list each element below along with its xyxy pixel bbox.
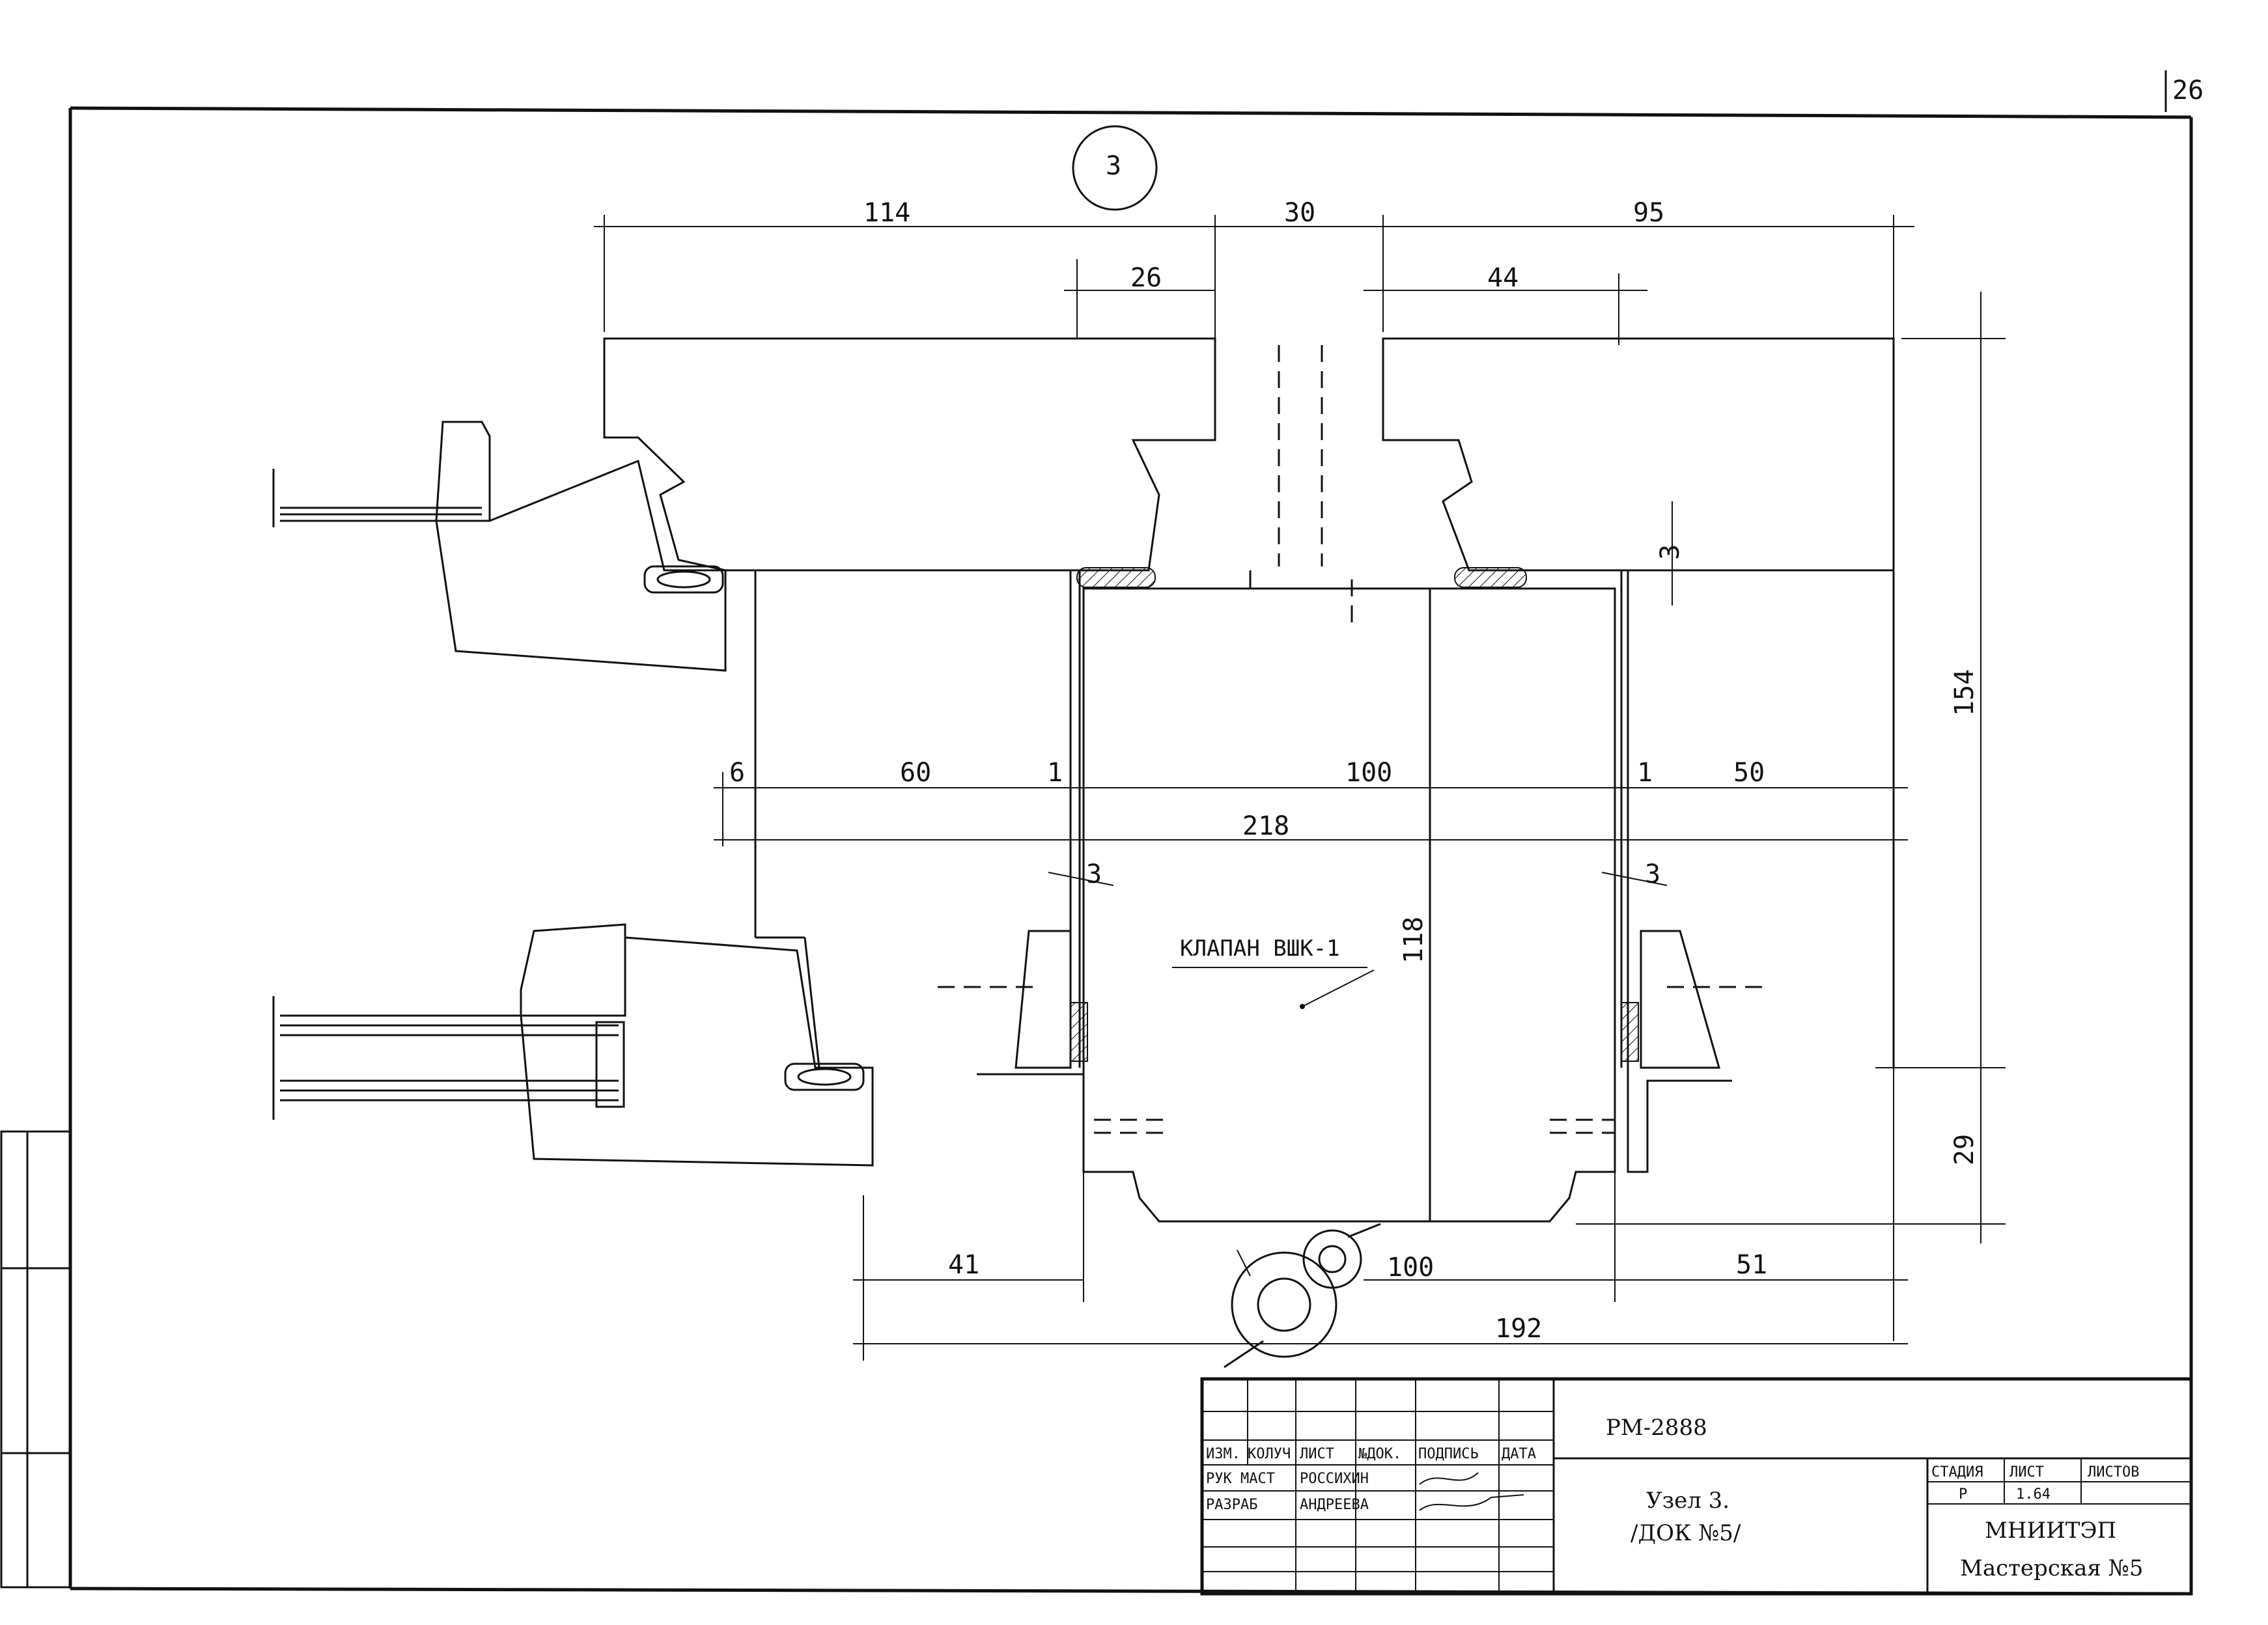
valve-label: КЛАПАН ВШК-1 [1172,936,1375,1009]
frame [0,106,2193,1596]
valve-label-text: КЛАПАН ВШК-1 [1180,936,1340,962]
dim-1-right: 1 [1637,758,1653,788]
tb-header-koluch: КОЛУЧ [1248,1446,1291,1462]
dim-100-mid: 100 [1345,758,1392,788]
tb-row2-role: РАЗРАБ [1206,1497,1257,1513]
dim-51: 51 [1736,1250,1767,1280]
right-dimensions: 154 3 29 [1576,292,2006,1243]
dim-154: 154 [1950,669,1980,716]
tb-title-line2: /ДОК №5/ [1631,1520,1741,1546]
tb-header-list: ЛИСТ [1300,1446,1334,1462]
tb-doc-code: РМ-2888 [1606,1415,1707,1441]
tb-header-podpis: ПОДПИСЬ [1418,1446,1479,1462]
tb-header-ndok: №ДОК. [1358,1446,1401,1462]
dim-114: 114 [863,198,910,228]
middle-dimensions: 6 60 1 100 1 50 218 [714,758,1908,846]
tb-row1-role: РУК МАСТ [1206,1471,1275,1487]
dim-29: 29 [1950,1134,1980,1165]
dim-3-right: 3 [1655,544,1685,560]
tb-sheets-label: ЛИСТОВ [2088,1464,2139,1480]
dim-50: 50 [1733,758,1765,788]
lower-window-frame [272,923,874,1167]
tb-sheet-label: ЛИСТ [2009,1464,2044,1480]
joint-axis [1278,345,1353,625]
signature-1 [1419,1472,1479,1485]
dim-30: 30 [1284,198,1315,228]
dim-1-left: 1 [1047,758,1063,788]
page-number-text: 26 [2172,76,2204,105]
left-fastening [938,930,1172,1134]
dim-3-low-right: 3 [1645,859,1660,889]
pulley-mechanism [1224,1223,1381,1368]
dim-26: 26 [1130,263,1162,293]
tb-row2-name: АНДРЕЕВА [1300,1497,1369,1513]
tb-org-line2: Мастерская №5 [1960,1555,2143,1581]
upper-wall-left [603,337,1216,572]
seals [1076,567,1527,588]
tb-header-izm: ИЗМ. [1206,1446,1240,1462]
dim-3-low-left: 3 [1086,859,1102,889]
top-dimensions: 114 30 95 26 44 [594,198,1914,365]
tb-title-line1: Узел 3. [1646,1488,1729,1514]
dim-95: 95 [1633,198,1664,228]
tb-sheet-value: 1.64 [2016,1486,2051,1503]
dim-118: 118 [1399,917,1429,964]
tb-header-data: ДАТА [1502,1446,1536,1462]
dim-44: 44 [1487,263,1519,293]
dim-192: 192 [1495,1314,1542,1344]
upper-wall-right [1382,337,1895,572]
middle-wall-body [754,570,1895,1068]
tb-org-line1: МНИИТЭП [1985,1518,2116,1544]
dim-60: 60 [900,758,931,788]
right-fastening [1550,930,1771,1173]
title-block: ИЗМ. КОЛУЧ ЛИСТ №ДОК. ПОДПИСЬ ДАТА РУК М… [1200,1377,2193,1596]
upper-window-frame [272,421,727,672]
valve-box [1082,570,1616,1223]
tb-stage-value: Р [1959,1486,1967,1503]
tb-row1-name: РОССИХИН [1300,1471,1369,1487]
dim-6: 6 [729,758,745,788]
node-marker: 3 [1072,125,1158,211]
dim-41: 41 [948,1250,979,1280]
low-small-dimensions: 3 3 118 [1048,859,1668,964]
signature-2 [1419,1494,1524,1511]
dim-100-bottom: 100 [1387,1253,1434,1283]
tb-stage-label: СТАДИЯ [1931,1464,1983,1480]
bottom-dimensions: 41 100 51 192 [853,1068,1908,1361]
node-marker-number: 3 [1106,151,1121,181]
page-number: 26 [2164,70,2204,112]
dim-218: 218 [1242,811,1289,841]
